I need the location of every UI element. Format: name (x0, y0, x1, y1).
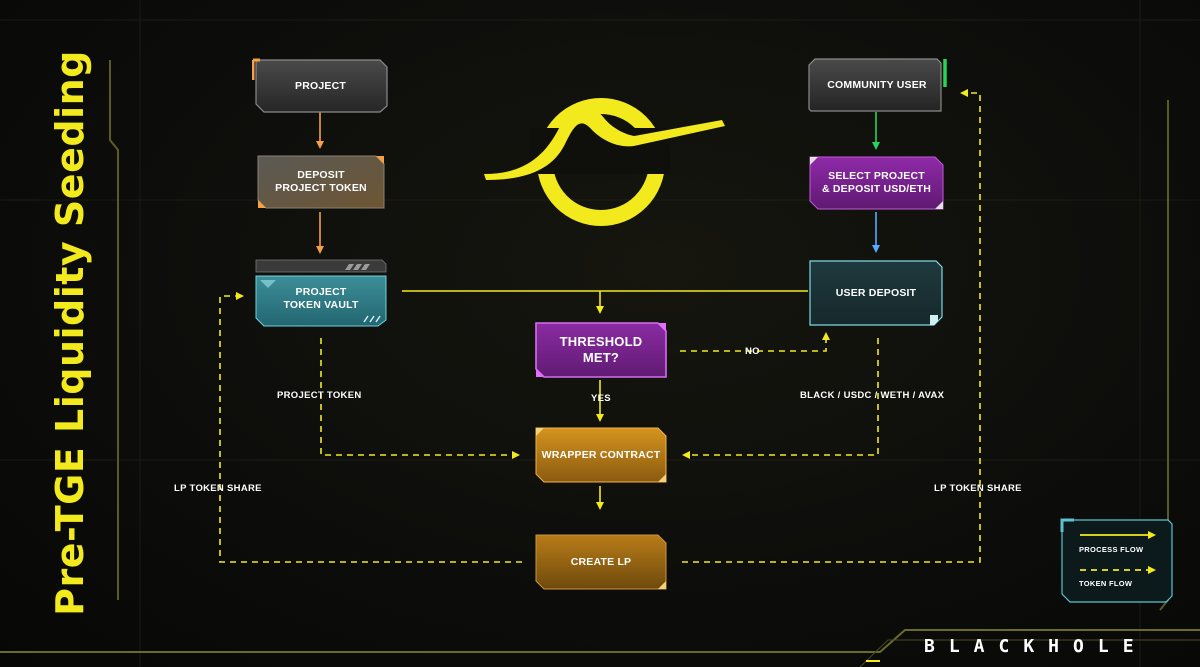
arrow-no (680, 332, 830, 352)
user-deposit-label: USER DEPOSIT (835, 286, 917, 299)
page-title: Pre-TGE Liquidity Seeding (48, 50, 92, 616)
wrapper-contract-label: WRAPPER CONTRACT (541, 448, 661, 461)
blackhole-logo-icon (484, 98, 725, 226)
edge-label-lp-share-left: LP TOKEN SHARE (174, 483, 262, 494)
arrow-project-token (320, 338, 520, 459)
edge-label-yes: YES (591, 393, 611, 404)
project-node: PROJECT (252, 58, 389, 114)
project-token-vault-node: PROJECT TOKEN VAULT (254, 258, 388, 328)
token-flow-arrows (219, 89, 981, 563)
user-deposit-node: USER DEPOSIT (808, 259, 944, 327)
project-label: PROJECT (295, 79, 346, 92)
arrow-lp-share-right (682, 89, 981, 563)
community-user-label: COMMUNITY USER (827, 78, 927, 91)
select-project-node: SELECT PROJECT & DEPOSIT USD/ETH (808, 155, 945, 211)
community-user-node: COMMUNITY USER (807, 57, 947, 113)
edge-label-lp-share-right: LP TOKEN SHARE (934, 483, 1022, 494)
project-token-vault-label: PROJECT TOKEN VAULT (283, 286, 359, 311)
bottom-decoration (0, 629, 1200, 667)
arrow-user-deposit-to-wrapper (682, 338, 879, 459)
arrow-lp-share-left (219, 292, 522, 563)
edge-label-no: NO (745, 346, 760, 357)
edge-label-project-token: PROJECT TOKEN (277, 390, 362, 401)
threshold-node: THRESHOLD MET? (534, 321, 668, 379)
legend-process-flow-label: PROCESS FLOW (1079, 545, 1144, 554)
wrapper-contract-node: WRAPPER CONTRACT (534, 426, 668, 484)
deposit-project-token-node: DEPOSIT PROJECT TOKEN (256, 154, 386, 210)
create-lp-label: CREATE LP (570, 555, 632, 568)
deposit-project-token-label: DEPOSIT PROJECT TOKEN (275, 169, 367, 194)
brand-wordmark: BLACKHOLE (924, 636, 1148, 657)
edge-label-deposit-assets: BLACK / USDC / WETH / AVAX (800, 390, 945, 401)
process-flow-arrows (316, 112, 880, 510)
legend-box (1060, 518, 1173, 603)
create-lp-node: CREATE LP (534, 533, 668, 591)
threshold-label: THRESHOLD MET? (559, 334, 643, 365)
select-project-label: SELECT PROJECT & DEPOSIT USD/ETH (822, 170, 931, 195)
legend-token-flow-label: TOKEN FLOW (1079, 579, 1133, 588)
